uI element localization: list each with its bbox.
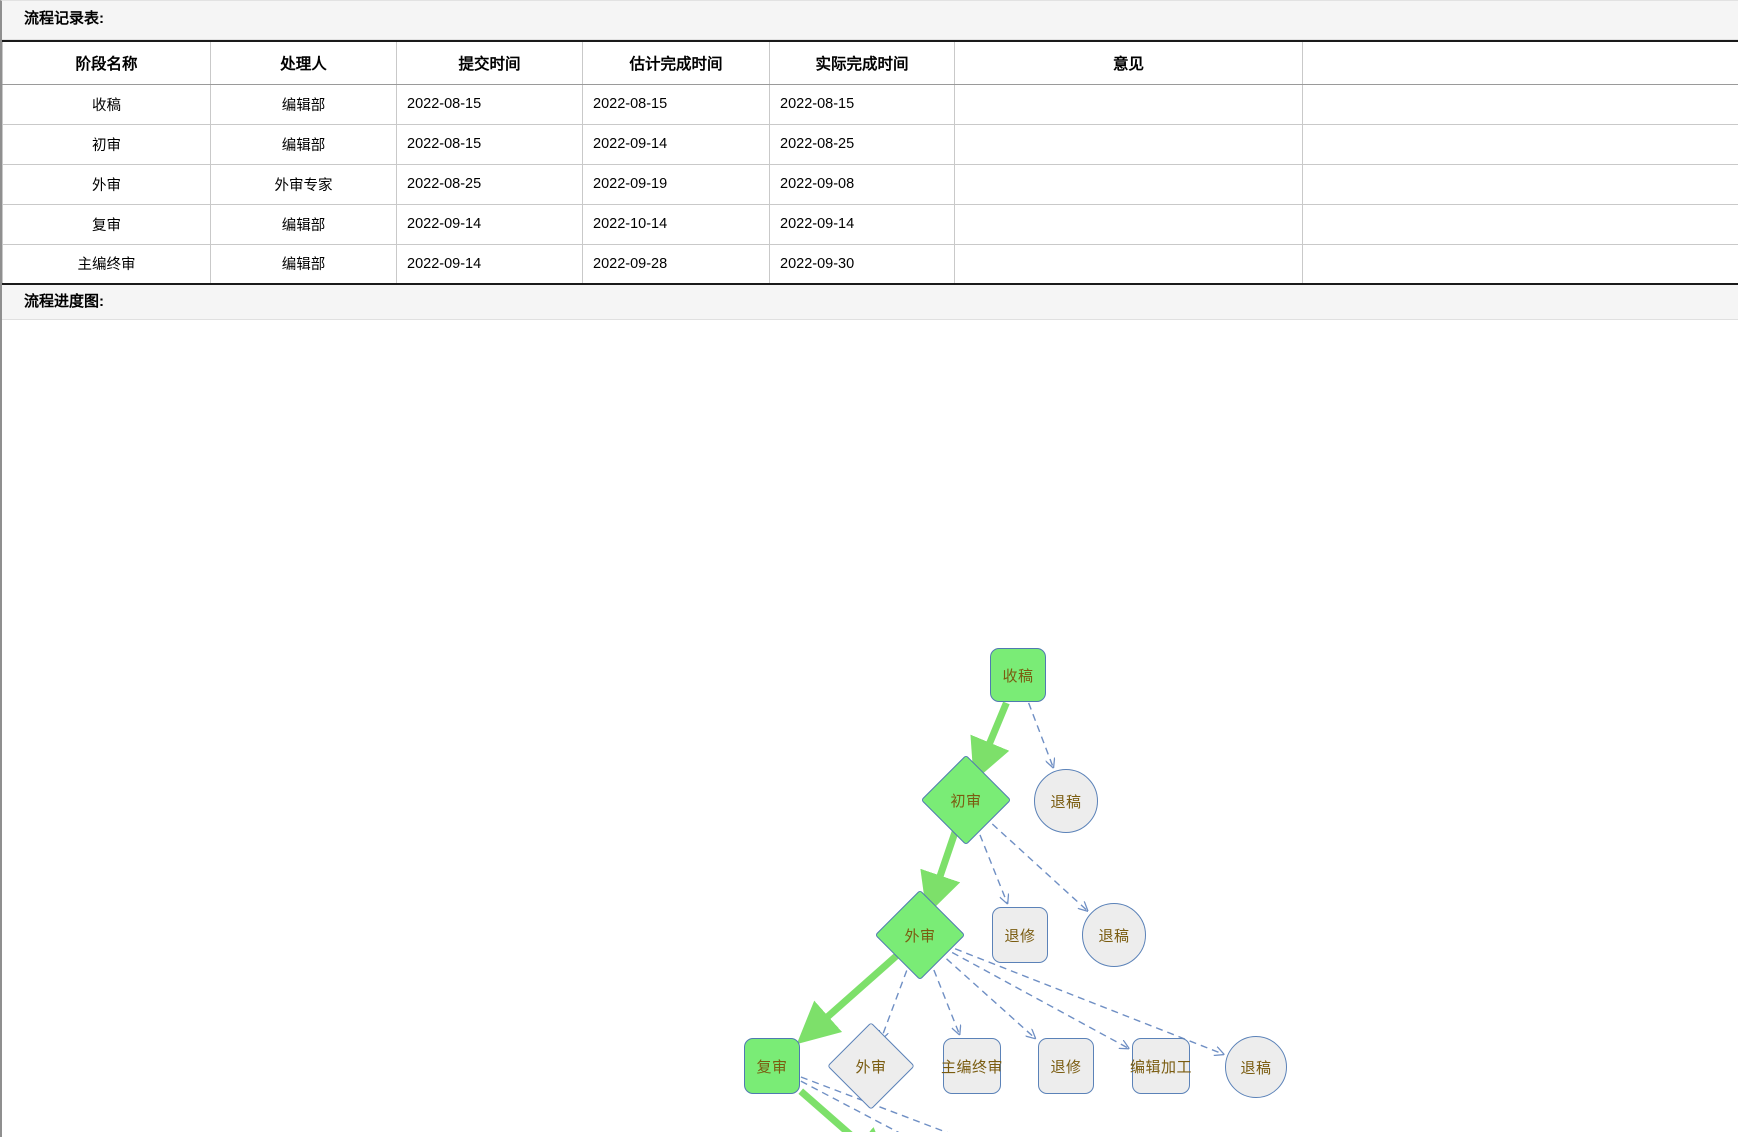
cell-opinion [954,83,1303,125]
flow-node-n9[interactable]: 主编终审 [941,1038,1004,1094]
cell-estimate: 2022-09-14 [582,123,770,165]
flow-edge-n4-to-n12 [943,943,1224,1054]
diamond-shape [827,1022,915,1110]
column-header-person: 处理人 [210,40,397,85]
flow-edge-n7-to-n15 [800,1076,948,1132]
flow-node-label: 退稿 [1050,793,1082,811]
flow-edge-n2-to-n4 [920,823,961,916]
flow-node-label: 退稿 [1098,927,1130,945]
cell-extra [1302,243,1738,285]
flow-edge-n1-to-n2 [970,701,1010,782]
flow-node-n3[interactable]: 退稿 [1034,769,1098,833]
cell-actual: 2022-09-30 [769,243,955,285]
cell-actual: 2022-09-08 [769,163,955,205]
flow-edge-n4-to-n8 [881,958,912,1039]
table-header-row: 阶段名称 处理人 提交时间 估计完成时间 实际完成时间 意见 [2,40,1738,85]
diamond-shape [920,754,1012,846]
flow-node-label: 退稿 [1240,1059,1272,1077]
cell-person: 编辑部 [210,203,397,245]
flow-node-label: 退修 [1050,1058,1082,1076]
flow-node-label: 主编终审 [941,1058,1004,1076]
flow-node-n2[interactable]: 初审 [920,754,1012,846]
cell-opinion [954,203,1303,245]
flow-node-label: 编辑加工 [1130,1058,1193,1076]
column-header-extra [1302,40,1738,85]
flow-chart-header: 流程进度图: [2,285,1738,320]
cell-estimate: 2022-08-15 [582,83,770,125]
cell-actual: 2022-09-14 [769,203,955,245]
flow-edge-n1-to-n3 [1027,702,1054,767]
flow-edge-n7-to-n14 [800,1080,900,1132]
flow-node-n5[interactable]: 退修 [992,907,1048,963]
cell-estimate: 2022-09-28 [582,243,770,285]
flow-edge-n7-to-n13 [798,1088,892,1132]
record-table-header: 流程记录表: [2,1,1738,40]
column-header-actual: 实际完成时间 [769,40,955,85]
flow-node-n6[interactable]: 退稿 [1082,903,1146,967]
cell-actual: 2022-08-25 [769,123,955,165]
flow-edge-n4-to-n7 [796,948,905,1045]
cell-stage: 收稿 [2,83,211,125]
cell-submit: 2022-08-25 [396,163,583,205]
cell-submit: 2022-08-15 [396,123,583,165]
cell-stage: 主编终审 [2,243,211,285]
flow-node-n7[interactable]: 复审 [744,1038,800,1094]
flow-node-n1[interactable]: 收稿 [990,648,1046,702]
cell-actual: 2022-08-15 [769,83,955,125]
column-header-submit: 提交时间 [396,40,583,85]
column-header-stage: 阶段名称 [2,40,211,85]
cell-extra [1302,203,1738,245]
flow-node-n8[interactable]: 外审 [827,1022,915,1110]
column-header-estimate: 估计完成时间 [582,40,770,85]
flow-node-label: 退修 [1004,927,1036,945]
cell-stage: 初审 [2,123,211,165]
flow-edge-n2-to-n5 [974,823,1008,904]
cell-opinion [954,243,1303,285]
flow-node-label: 复审 [756,1058,788,1076]
flow-edge-n4-to-n9 [928,958,959,1034]
cell-person: 外审专家 [210,163,397,205]
column-header-opinion: 意见 [954,40,1303,85]
diamond-shape [874,889,966,981]
cell-extra [1302,163,1738,205]
cell-extra [1302,83,1738,125]
flow-node-n4[interactable]: 外审 [874,889,966,981]
cell-submit: 2022-09-14 [396,243,583,285]
flow-node-n12[interactable]: 退稿 [1225,1036,1287,1098]
flow-node-label: 收稿 [1002,667,1034,685]
cell-person: 编辑部 [210,83,397,125]
cell-stage: 外审 [2,163,211,205]
flow-node-n10[interactable]: 退修 [1038,1038,1094,1094]
cell-stage: 复审 [2,203,211,245]
cell-estimate: 2022-09-19 [582,163,770,205]
flow-progress-diagram: 收稿初审退稿外审退修退稿复审外审主编终审退修编辑加工退稿主编终审退修退稿退修退稿 [2,320,1738,1132]
cell-person: 编辑部 [210,123,397,165]
cell-opinion [954,123,1303,165]
cell-extra [1302,123,1738,165]
cell-opinion [954,163,1303,205]
cell-estimate: 2022-10-14 [582,203,770,245]
flow-node-n11[interactable]: 编辑加工 [1130,1038,1193,1094]
cell-submit: 2022-08-15 [396,83,583,125]
diagram-edges-layer [796,701,1738,1132]
flow-edge-n4-to-n10 [937,950,1035,1038]
cell-person: 编辑部 [210,243,397,285]
cell-submit: 2022-09-14 [396,203,583,245]
